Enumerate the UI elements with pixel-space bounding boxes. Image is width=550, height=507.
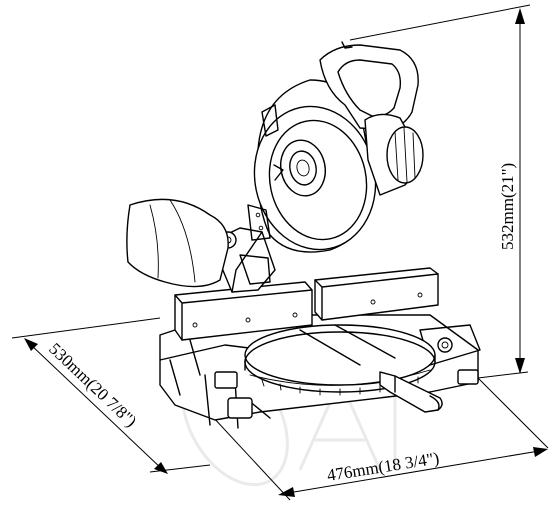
arrowhead-left: [24, 338, 38, 351]
dust-bag: [126, 198, 229, 288]
depth-label: 530mm(20 7/8"): [45, 339, 140, 431]
turntable: [244, 324, 436, 396]
arrowhead-bottom: [515, 358, 525, 374]
arrowhead-top: [515, 8, 525, 24]
width-label: 476mm(18 3/4"): [326, 448, 441, 484]
miter-handle: [379, 371, 443, 413]
height-dimension: 532mm(21"): [349, 4, 531, 379]
pivot-arm: [214, 227, 276, 293]
blade-assembly: [247, 79, 377, 253]
miter-saw: [126, 41, 481, 429]
arrowhead-right: [154, 462, 168, 474]
arrowhead-right: [533, 447, 548, 457]
motor-housing: [319, 41, 424, 196]
fence: [174, 267, 439, 341]
height-label: 532mm(21"): [498, 163, 517, 250]
arrowhead-left: [278, 487, 295, 497]
